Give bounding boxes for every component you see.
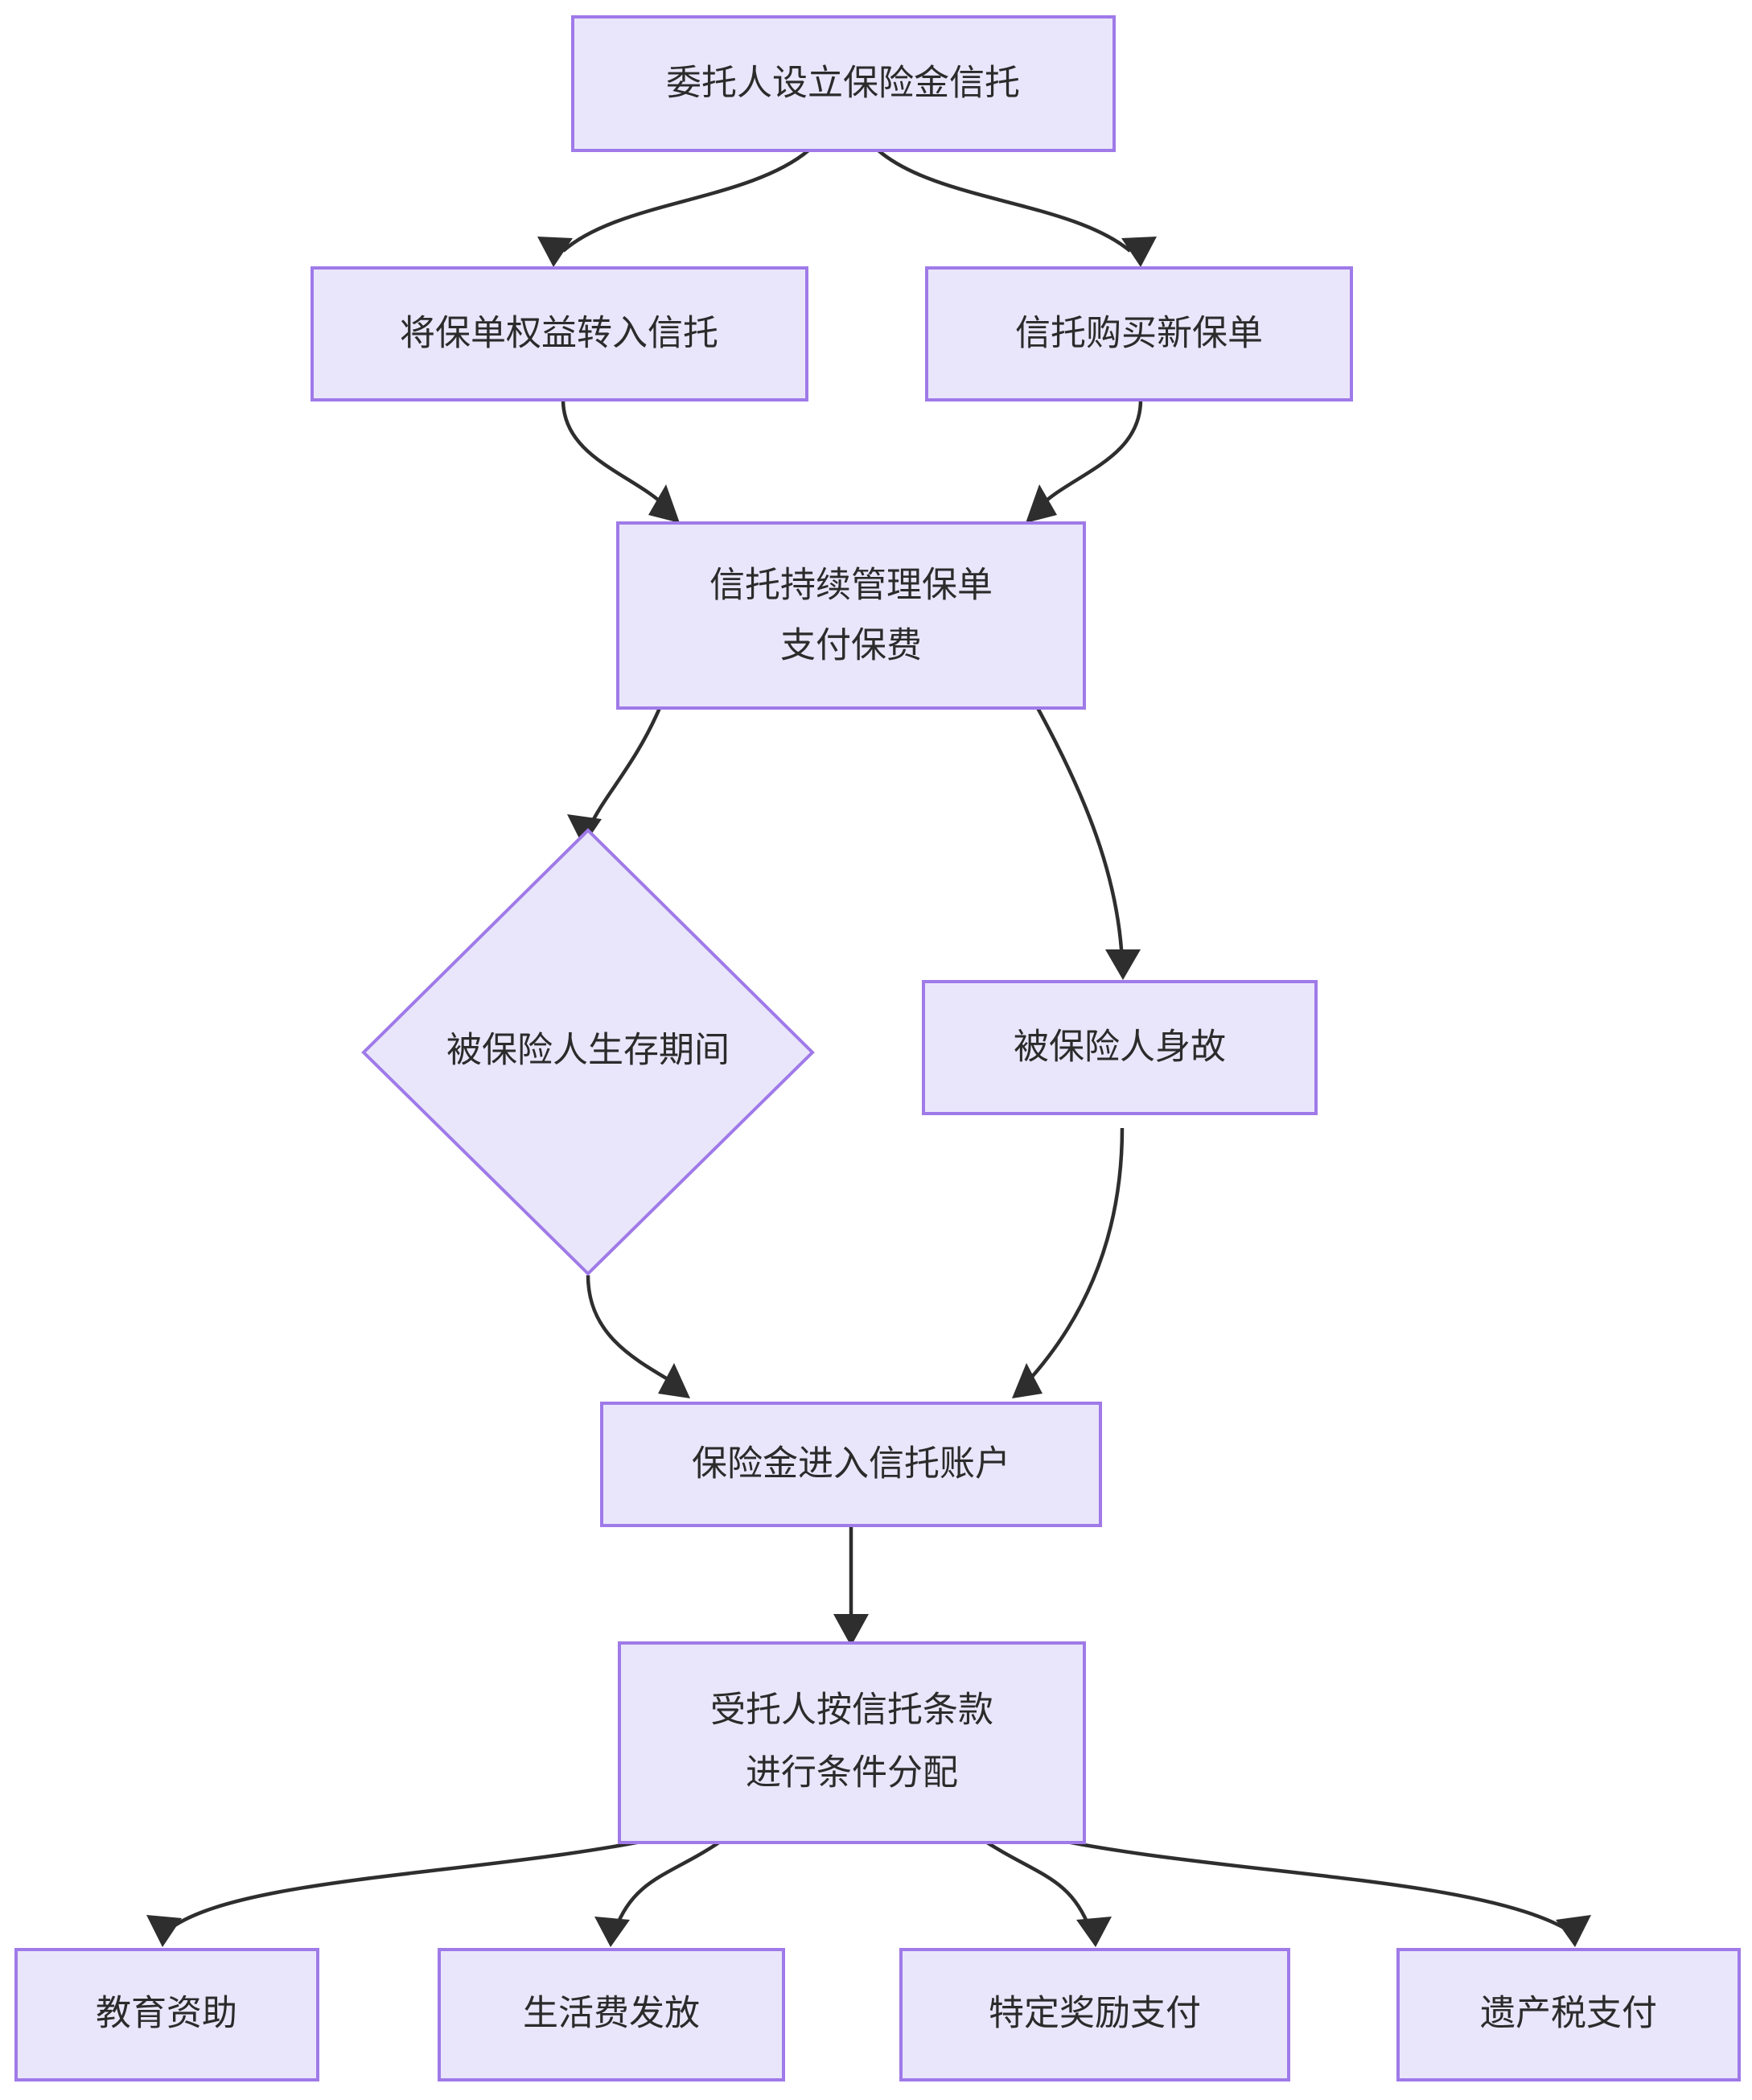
node-n10[interactable]: 生活费发放 [438,1948,785,2081]
node-n1-label-line1: 委托人设立保险金信托 [666,64,1020,103]
node-n11-shape[interactable] [899,1948,1290,2081]
node-n5-label-line1: 被保险人生存期间 [446,1031,730,1070]
node-n8-label-line1: 受托人按信托条款 [710,1690,993,1730]
edge-n8-n12 [1031,1832,1591,1947]
node-n7-label-line1: 保险金进入信托账户 [692,1444,1010,1484]
edge-n1-n3 [877,149,1157,267]
node-n10-label-line1: 生活费发放 [523,1994,700,2033]
node-n7[interactable]: 保险金进入信托账户 [600,1402,1102,1527]
node-n8[interactable]: 受托人按信托条款 进行条件分配 [618,1641,1086,1844]
arrow-head-icon [1105,949,1141,980]
arrow-head-icon [1076,1917,1112,1947]
arrow-head-icon [658,1363,690,1398]
node-layer: 委托人设立保险金信托 将保单权益转入信托 信托购买新保单 信托持续管理保单 支付… [14,15,1741,2081]
node-n6-shape[interactable] [922,980,1318,1115]
arrow-head-icon [146,1915,182,1947]
edge-n3-n4 [1026,399,1143,523]
edge-n5-n7 [586,1274,690,1398]
node-n2-shape[interactable] [311,266,808,401]
arrow-head-icon [648,484,680,523]
arrow-head-icon [1121,237,1157,267]
node-n2[interactable]: 将保单权益转入信托 [311,266,808,401]
node-n3[interactable]: 信托购买新保单 [925,266,1353,401]
arrow-head-icon [594,1917,630,1947]
edge-n8-n11 [976,1834,1112,1947]
node-n4[interactable]: 信托持续管理保单 支付保费 [616,521,1086,710]
edge-n1-n2 [537,149,810,267]
arrow-head-icon [1026,484,1057,523]
edge-n6-n7 [1012,1127,1125,1398]
node-n11-label-line1: 特定奖励支付 [989,1994,1201,2033]
edge-n8-n10 [594,1834,730,1947]
arrow-head-icon [537,237,573,267]
node-n4-shape[interactable] [616,521,1086,710]
node-n3-label-line1: 信托购买新保单 [1015,314,1263,353]
edge-n7-n8 [833,1524,869,1646]
node-n9[interactable]: 教育资助 [14,1948,319,2081]
node-n12[interactable]: 遗产税支付 [1396,1948,1741,2081]
node-n1[interactable]: 委托人设立保险金信托 [571,15,1116,152]
edge-n4-n6 [1036,706,1141,980]
node-n6-label-line1: 被保险人身故 [1014,1027,1226,1067]
arrow-head-icon [567,814,602,846]
node-n1-shape[interactable] [571,15,1116,152]
node-n5[interactable]: 被保险人生存期间 [361,828,815,1276]
node-n12-label-line1: 遗产税支付 [1480,1994,1657,2033]
node-n7-shape[interactable] [600,1402,1102,1527]
node-n11[interactable]: 特定奖励支付 [899,1948,1290,2081]
edge-n2-n4 [561,399,680,523]
node-n9-label-line1: 教育资助 [96,1994,237,2033]
node-n3-shape[interactable] [925,266,1353,401]
node-n9-shape[interactable] [14,1948,319,2081]
node-n2-label-line1: 将保单权益转入信托 [400,314,718,353]
edge-layer [146,149,1591,1947]
arrow-head-icon [833,1614,869,1646]
edge-n4-n5 [567,707,662,846]
node-n8-label-line2: 进行条件分配 [746,1753,958,1793]
arrow-head-icon [1556,1915,1591,1947]
node-n4-label-line2: 支付保费 [780,626,922,665]
edge-n8-n9 [146,1832,677,1947]
node-n8-shape[interactable] [618,1641,1086,1844]
node-n6[interactable]: 被保险人身故 [922,980,1318,1115]
node-n12-shape[interactable] [1396,1948,1741,2081]
node-n4-label-line1: 信托持续管理保单 [709,566,993,605]
arrow-head-icon [1012,1363,1043,1398]
node-n5-shape[interactable] [361,828,815,1276]
node-n10-shape[interactable] [438,1948,785,2081]
